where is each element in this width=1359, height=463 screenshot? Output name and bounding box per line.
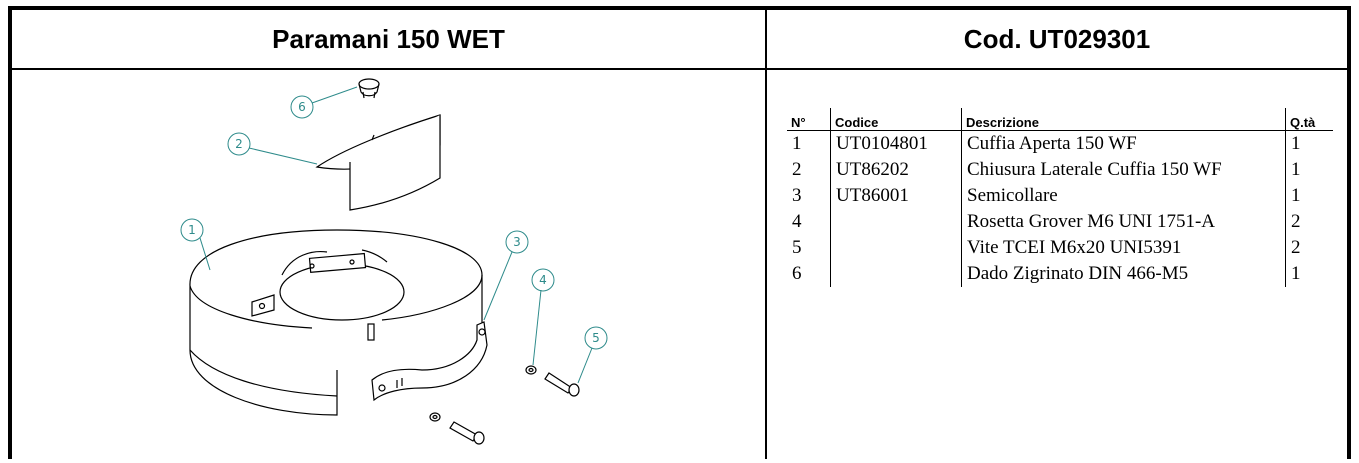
exploded-view-drawing: 6 2 1 3 4 5 bbox=[180, 78, 608, 445]
row-quantity: 1 bbox=[1285, 261, 1333, 287]
callout-4-circle bbox=[531, 268, 555, 292]
table-row: 4 Rosetta Grover M6 UNI 1751-A 2 bbox=[787, 209, 1333, 235]
col-header-quantity: Q.tà bbox=[1285, 108, 1333, 131]
row-description: Chiusura Laterale Cuffia 150 WF bbox=[961, 157, 1286, 183]
row-number: 3 bbox=[792, 185, 802, 206]
product-title: Paramani 150 WET bbox=[12, 10, 767, 68]
parts-sheet: Paramani 150 WET Cod. UT029301 bbox=[8, 6, 1351, 459]
row-code bbox=[830, 209, 962, 235]
column-divider bbox=[765, 68, 767, 459]
side-closure-part bbox=[315, 114, 441, 211]
screw-part bbox=[449, 372, 580, 445]
row-description: Cuffia Aperta 150 WF bbox=[961, 130, 1286, 157]
parts-table: N° Codice Descrizione Q.tà 1 UT0104801 C… bbox=[787, 108, 1333, 287]
row-quantity: 1 bbox=[1285, 130, 1333, 157]
row-number: 1 bbox=[792, 133, 802, 154]
row-quantity: 2 bbox=[1285, 209, 1333, 235]
callout-6-label: 6 bbox=[298, 100, 306, 114]
parts-table-container: N° Codice Descrizione Q.tà 1 UT0104801 C… bbox=[787, 108, 1333, 287]
row-number: 5 bbox=[792, 237, 802, 258]
table-row: 3 UT86001 Semicollare 1 bbox=[787, 183, 1333, 209]
half-collar-part bbox=[371, 321, 488, 402]
row-code: UT86001 bbox=[830, 183, 962, 209]
knurled-nut-part bbox=[358, 78, 380, 99]
callout-1-circle bbox=[180, 218, 204, 242]
washer-part bbox=[429, 365, 537, 422]
col-header-number: N° bbox=[787, 108, 831, 131]
table-header-row: N° Codice Descrizione Q.tà bbox=[787, 108, 1333, 131]
col-header-code: Codice bbox=[830, 108, 962, 131]
row-code bbox=[830, 235, 962, 261]
row-number: 2 bbox=[792, 159, 802, 180]
callout-3-label: 3 bbox=[513, 235, 521, 249]
callout-1-label: 1 bbox=[188, 223, 196, 237]
row-quantity: 2 bbox=[1285, 235, 1333, 261]
callout-5-label: 5 bbox=[592, 331, 600, 345]
row-number: 4 bbox=[792, 211, 802, 232]
row-code bbox=[830, 261, 962, 287]
callout-4-label: 4 bbox=[539, 273, 547, 287]
callout-5-circle bbox=[584, 326, 608, 350]
guard-part bbox=[189, 229, 483, 416]
row-description: Vite TCEI M6x20 UNI5391 bbox=[961, 235, 1286, 261]
product-code: Cod. UT029301 bbox=[963, 23, 1151, 54]
callout-3-circle bbox=[505, 230, 529, 254]
row-quantity: 1 bbox=[1285, 183, 1333, 209]
row-code: UT86202 bbox=[830, 157, 962, 183]
header-row: Paramani 150 WET Cod. UT029301 bbox=[12, 10, 1347, 70]
row-description: Dado Zigrinato DIN 466-M5 bbox=[961, 261, 1286, 287]
table-row: 2 UT86202 Chiusura Laterale Cuffia 150 W… bbox=[787, 157, 1333, 183]
row-description: Rosetta Grover M6 UNI 1751-A bbox=[961, 209, 1286, 235]
table-row: 5 Vite TCEI M6x20 UNI5391 2 bbox=[787, 235, 1333, 261]
callout-2-label: 2 bbox=[235, 137, 243, 151]
col-header-description: Descrizione bbox=[961, 108, 1286, 131]
row-code: UT0104801 bbox=[830, 130, 962, 157]
table-row: 1 UT0104801 Cuffia Aperta 150 WF 1 bbox=[787, 130, 1333, 157]
row-number: 6 bbox=[792, 263, 802, 284]
row-description: Semicollare bbox=[961, 183, 1286, 209]
table-row: 6 Dado Zigrinato DIN 466-M5 1 bbox=[787, 261, 1333, 287]
row-quantity: 1 bbox=[1285, 157, 1333, 183]
callout-6-circle bbox=[290, 95, 314, 119]
callout-2-circle bbox=[227, 132, 251, 156]
